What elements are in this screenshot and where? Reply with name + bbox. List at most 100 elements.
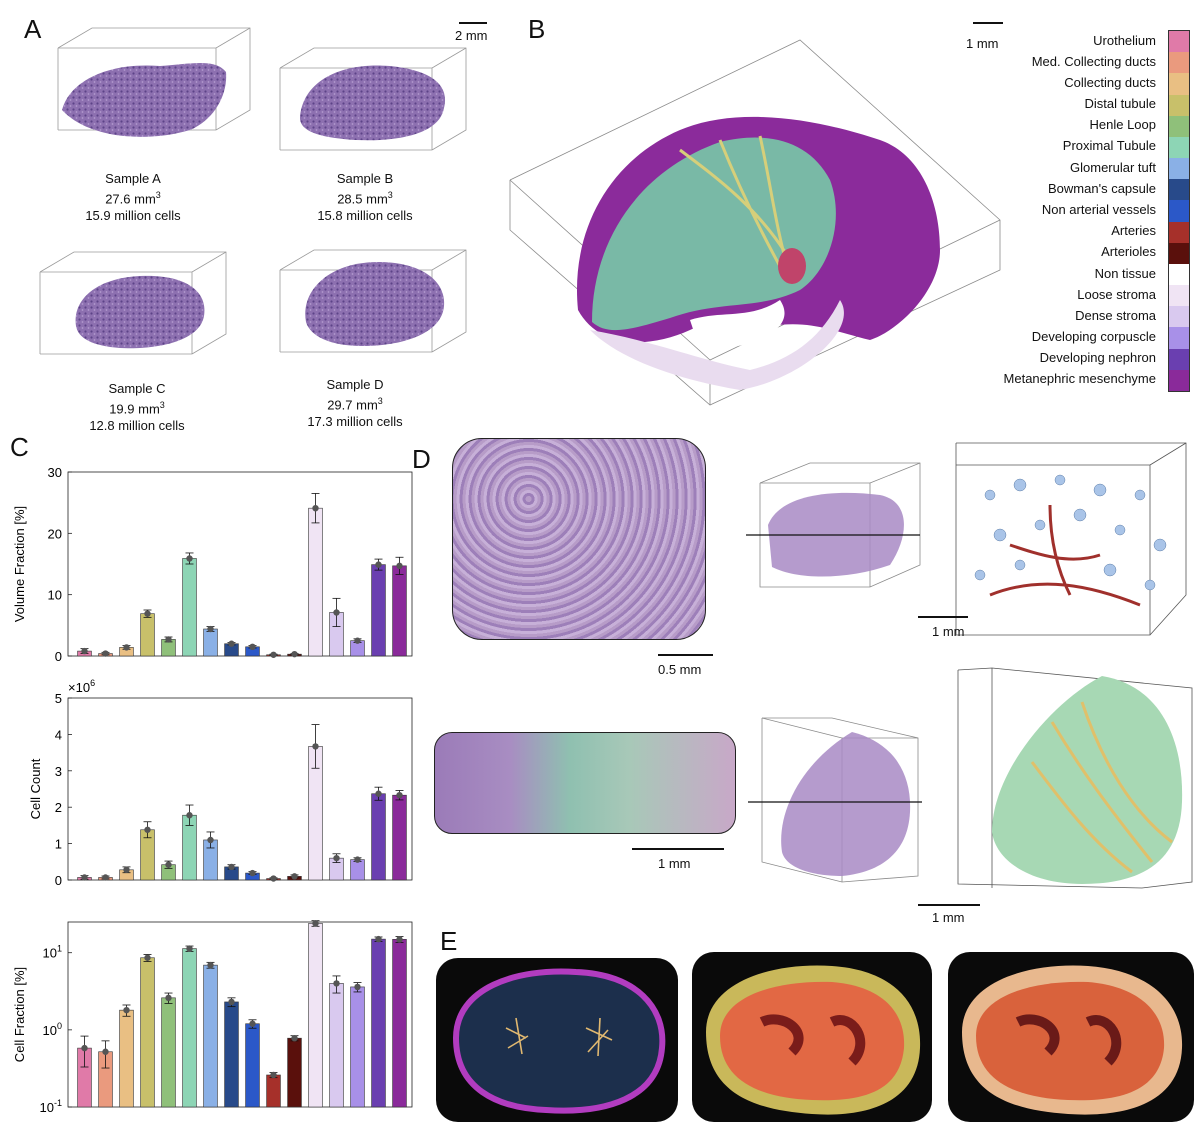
scale-bar-a	[459, 22, 487, 24]
data-point	[81, 874, 88, 881]
data-point	[165, 994, 172, 1002]
sample-d-volume	[279, 249, 467, 353]
sample-b-cells: 15.8 million cells	[317, 208, 413, 224]
panel-label-c: C	[10, 432, 29, 462]
data-point	[375, 790, 382, 797]
data-point	[312, 504, 319, 512]
data-point	[333, 980, 340, 987]
y-axis-label: Cell Count	[28, 758, 43, 819]
y-tick-label: 3	[55, 764, 62, 779]
histology-section-top	[452, 438, 706, 640]
bar	[392, 939, 407, 1108]
data-point	[333, 854, 340, 862]
y-tick-label: 10-1	[40, 1098, 62, 1115]
bar	[203, 964, 218, 1108]
legend-label: Developing nephron	[1039, 350, 1156, 366]
legend-swatch	[1169, 200, 1189, 222]
bar	[266, 1074, 281, 1108]
legend-colorbar	[1168, 30, 1190, 392]
bar	[371, 938, 386, 1108]
legend-label: Non tissue	[1094, 265, 1156, 281]
panel-label-b: B	[528, 14, 546, 44]
sample-d-volume-text: 29.7 mm3	[327, 396, 383, 413]
data-point	[102, 650, 109, 657]
data-point	[228, 998, 235, 1006]
data-point	[102, 1048, 109, 1055]
bar	[308, 507, 323, 657]
y-tick-label: 30	[48, 465, 62, 480]
legend-label: Med. Collecting ducts	[1031, 53, 1156, 69]
y-tick-label: 1	[55, 837, 62, 852]
panel-label-e: E	[440, 926, 458, 956]
sample-c-volume-text: 19.9 mm3	[109, 400, 165, 417]
y-tick-label: 100	[43, 1021, 62, 1038]
y-tick-label: 2	[55, 800, 62, 815]
scale-bar-d-bottom-left	[632, 848, 724, 850]
data-point	[123, 1006, 130, 1014]
scale-bar-d-top-right	[918, 616, 968, 618]
sample-a-caption: Sample A 27.6 mm3 15.9 million cells	[48, 170, 218, 224]
data-point	[186, 812, 193, 819]
data-point	[123, 866, 130, 874]
bar	[182, 948, 197, 1108]
bar	[140, 613, 155, 657]
panel-b-kidney-render	[509, 39, 1001, 406]
sample-d-cells: 17.3 million cells	[307, 414, 403, 430]
scale-label-a: 2 mm	[455, 28, 488, 43]
data-point	[186, 945, 193, 952]
sample-c-name: Sample C	[108, 381, 166, 396]
y-tick-label: 101	[43, 944, 62, 961]
data-point	[354, 637, 361, 644]
legend-swatch	[1169, 52, 1189, 74]
legend-swatch	[1169, 179, 1189, 201]
legend-label: Collecting ducts	[1064, 74, 1156, 90]
bar	[371, 564, 386, 657]
data-point	[354, 856, 361, 863]
y-tick-label: 0	[55, 873, 62, 888]
legend-label: Loose stroma	[1077, 286, 1156, 302]
y-tick-exponent: 0	[57, 1021, 62, 1031]
legend-label: Bowman's capsule	[1048, 180, 1156, 196]
data-point	[249, 643, 256, 650]
data-point	[354, 983, 361, 991]
data-point	[144, 826, 151, 833]
panel-a-volumes	[39, 27, 467, 355]
data-point	[396, 936, 403, 943]
bar	[182, 558, 197, 657]
legend-label: Proximal Tubule	[1062, 138, 1156, 154]
sample-b-caption: Sample B 28.5 mm3 15.8 million cells	[280, 170, 450, 224]
legend-swatch	[1169, 158, 1189, 180]
legend-swatch	[1169, 306, 1189, 328]
data-point	[123, 644, 130, 651]
data-point	[291, 1034, 298, 1042]
data-point	[291, 873, 298, 880]
data-point	[396, 562, 403, 570]
legend-label: Arteries	[1111, 223, 1156, 239]
render-volume-3	[948, 952, 1194, 1122]
sample-d-caption: Sample D 29.7 mm3 17.3 million cells	[270, 376, 440, 430]
y-axis-label: Cell Fraction [%]	[12, 967, 27, 1062]
y-multiplier: ×106	[68, 678, 95, 695]
data-point	[270, 875, 277, 882]
y-tick-exponent: 1	[57, 944, 62, 954]
sample-c-caption: Sample C 19.9 mm3 12.8 million cells	[52, 380, 222, 434]
legend-swatch	[1169, 327, 1189, 349]
legend-label: Developing corpuscle	[1031, 329, 1156, 345]
bar	[245, 1023, 260, 1108]
data-point	[396, 791, 403, 799]
data-point	[375, 561, 382, 568]
legend-label: Dense stroma	[1075, 307, 1156, 323]
data-point	[165, 636, 172, 643]
bar	[161, 997, 176, 1108]
y-tick-label: 4	[55, 727, 62, 742]
sample-c-cells: 12.8 million cells	[89, 418, 185, 434]
legend-swatch	[1169, 369, 1189, 391]
legend-swatch	[1169, 242, 1189, 264]
scale-label-b: 1 mm	[966, 36, 999, 51]
data-point	[207, 961, 214, 969]
legend-label: Urothelium	[1093, 32, 1156, 48]
legend-swatch	[1169, 263, 1189, 286]
sample-b-volume	[279, 47, 467, 151]
